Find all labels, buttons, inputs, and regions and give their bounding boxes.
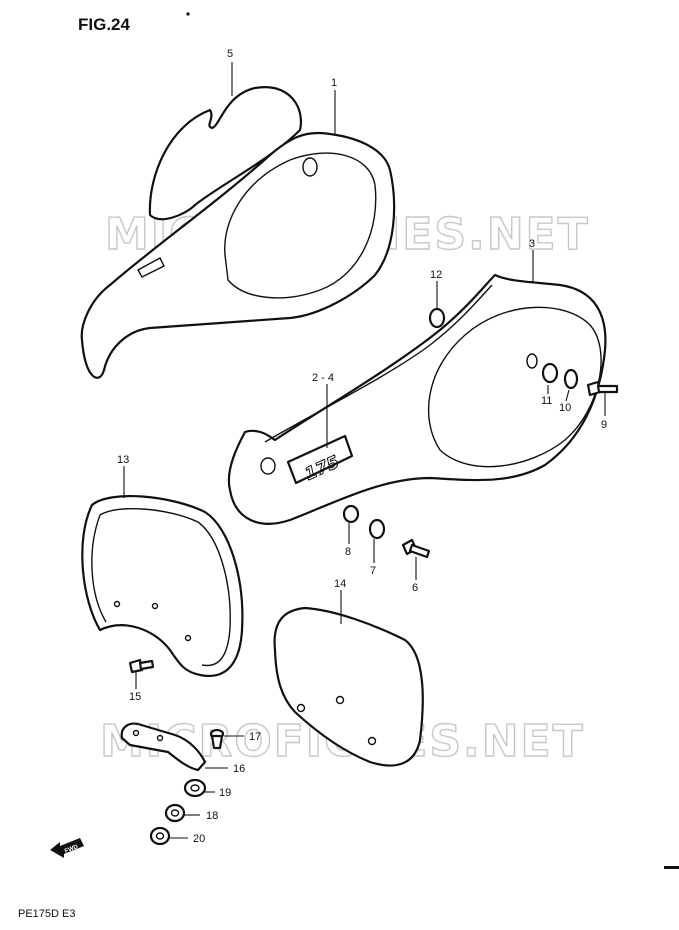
- part-5-upper-cover: [148, 86, 302, 221]
- part-18-nut: [164, 803, 186, 823]
- callout-3: 3: [529, 238, 535, 250]
- callout-10: 10: [559, 402, 571, 414]
- speck: [186, 12, 190, 16]
- edge-mark: [664, 866, 679, 869]
- model-code: PE175D E3: [18, 908, 75, 920]
- part-16-hole: [156, 734, 164, 742]
- callout-12: 12: [430, 269, 442, 281]
- callout-16: 16: [233, 763, 245, 775]
- part-12-washer: [428, 307, 446, 329]
- part-1-grommet: [302, 157, 318, 177]
- part-17-screw: [209, 728, 225, 750]
- part-10-washer: [563, 368, 579, 390]
- part-3-grommet: [260, 457, 276, 475]
- part-13-hole: [184, 634, 192, 642]
- figure-title: FIG.24: [78, 15, 131, 34]
- part-8-collar: [342, 504, 360, 524]
- part-7-washer: [368, 518, 386, 540]
- callout-14: 14: [334, 578, 346, 590]
- callout-17: 17: [249, 731, 261, 743]
- callout-19: 19: [219, 787, 231, 799]
- part-20-nut: [149, 826, 171, 846]
- callout-18: 18: [206, 810, 218, 822]
- part-6-bolt: [401, 538, 431, 559]
- callout-6: 6: [412, 582, 418, 594]
- callout-9: 9: [601, 419, 607, 431]
- callout-8: 8: [345, 546, 351, 558]
- part-3-upper-edge: [264, 284, 493, 443]
- part-3-hole: [526, 353, 538, 369]
- part-2-4-emblem: [286, 434, 354, 485]
- callout-11: 11: [541, 395, 552, 407]
- callout-5: 5: [227, 48, 233, 60]
- part-1-slot: [137, 257, 165, 278]
- part-14-hole: [367, 736, 377, 746]
- part-16-hole: [132, 729, 140, 737]
- callout-2-4: 2 - 4: [312, 372, 334, 384]
- part-1-inner-outline: [224, 152, 377, 299]
- fwd-arrow-icon: [50, 838, 84, 858]
- leader-10: [565, 389, 570, 402]
- part-19-washer: [183, 778, 207, 798]
- part-13-hole: [151, 602, 159, 610]
- callout-7: 7: [370, 565, 376, 577]
- part-13-inner-edge: [91, 508, 231, 667]
- part-15-screw: [128, 658, 155, 674]
- part-11-grommet: [541, 362, 559, 384]
- part-14-plate: [273, 606, 424, 767]
- part-14-hole: [296, 703, 306, 713]
- part-1-side-cover: [80, 131, 396, 379]
- part-3-inner-outline: [428, 306, 602, 468]
- part-9-bolt: [586, 380, 619, 397]
- callout-13: 13: [117, 454, 129, 466]
- callout-20: 20: [193, 833, 205, 845]
- leader-lines: [123, 62, 606, 839]
- fwd-label: FWD: [64, 844, 80, 855]
- callout-1: 1: [331, 77, 337, 89]
- callout-15: 15: [129, 691, 141, 703]
- part-13-hole: [113, 600, 121, 608]
- part-14-hole: [335, 695, 345, 705]
- part-16-bracket: [120, 722, 207, 772]
- part-13-seal: [81, 494, 244, 677]
